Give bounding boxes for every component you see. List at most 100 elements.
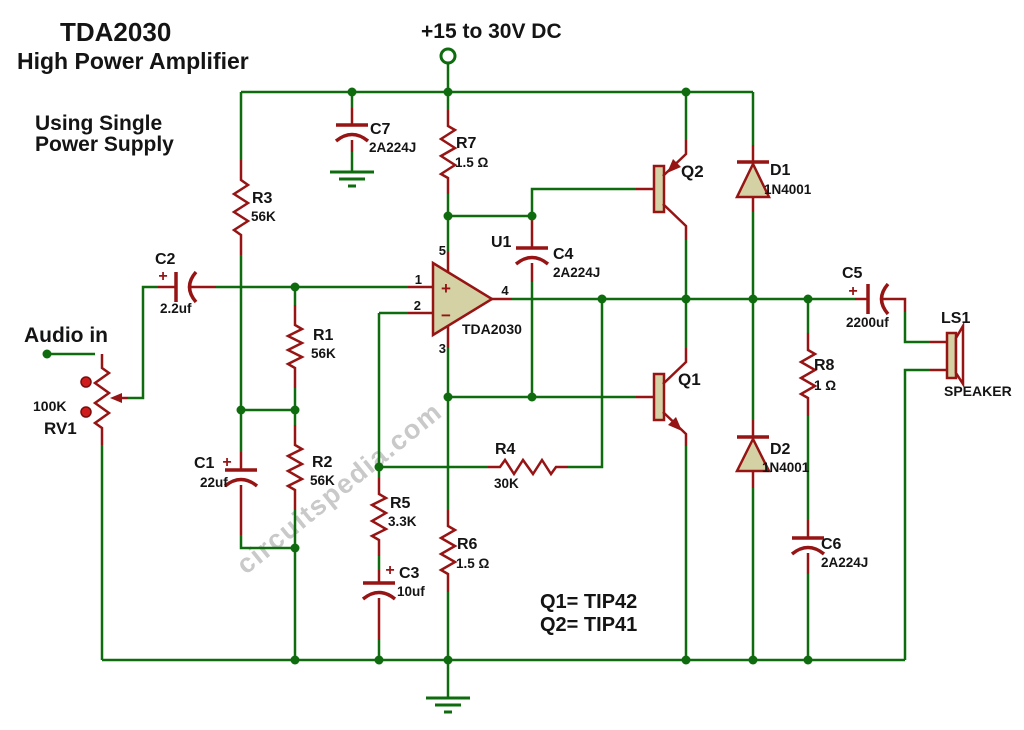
speaker-top-wire <box>903 312 930 344</box>
transistor-q1 <box>636 348 688 446</box>
q1-emitter-arrow-icon <box>668 417 682 431</box>
diode-d1 <box>735 145 771 212</box>
c4-value: 2A224J <box>553 265 600 280</box>
watermark-text: circuitspedia.com <box>231 396 448 580</box>
main-ground-symbol <box>426 696 470 714</box>
c6-value: 2A224J <box>821 555 868 570</box>
c3-ref: C3 <box>399 565 420 582</box>
opamp-u1: + − <box>408 252 512 348</box>
note-q1-type: Q1= TIP42 <box>540 591 637 613</box>
pot-terminal-dot-bottom <box>80 406 92 418</box>
r6-value: 1.5 Ω <box>456 556 490 571</box>
r5-value: 3.3K <box>388 514 417 529</box>
u1-pin3-label: 3 <box>439 341 446 356</box>
c1-bottom-wire <box>239 535 295 550</box>
r8-value: 1 Ω <box>814 378 836 393</box>
d2-ref: D2 <box>770 441 791 458</box>
c7-value: 2A224J <box>369 140 416 155</box>
r7-ref: R7 <box>456 135 477 152</box>
c5-value: 2200uf <box>846 315 889 330</box>
c1-ref: C1 <box>194 455 215 472</box>
q1-ref: Q1 <box>678 370 701 389</box>
speaker-return-wire <box>903 368 930 660</box>
audio-in-label: Audio in <box>24 324 108 347</box>
r4-feedback-wire <box>568 299 604 469</box>
page-title-line2: High Power Amplifier <box>17 48 249 74</box>
d2-value: 1N4001 <box>762 460 810 475</box>
d1-ref: D1 <box>770 162 791 179</box>
r5-ref: R5 <box>390 495 411 512</box>
capacitor-c1 <box>223 452 259 535</box>
c7-ground-symbol <box>330 170 374 188</box>
r1-value: 56K <box>311 346 336 361</box>
c4-ref: C4 <box>553 246 574 263</box>
r1-ref: R1 <box>313 327 334 344</box>
c2-value: 2.2uf <box>160 301 192 316</box>
u1-part-label: TDA2030 <box>462 321 522 337</box>
r4-value: 30K <box>494 476 519 491</box>
subtitle-line1: Using Single <box>35 112 162 135</box>
c5-ref: C5 <box>842 265 863 282</box>
subtitle-line2: Power Supply <box>35 133 174 156</box>
wire-network <box>47 64 930 697</box>
r2-ref: R2 <box>312 454 333 471</box>
capacitor-c4 <box>514 216 550 282</box>
u1-pin5-label: 5 <box>439 243 446 258</box>
resistor-r6 <box>438 510 458 592</box>
d1-value: 1N4001 <box>764 182 812 197</box>
resistor-r8 <box>798 333 818 416</box>
c1-plus-sign: + <box>222 454 231 471</box>
diode-d2 <box>734 420 772 488</box>
ls1-ref: LS1 <box>941 310 970 327</box>
page-title-line1: TDA2030 <box>60 17 171 47</box>
c7-ref: C7 <box>370 121 391 138</box>
r3-value: 56K <box>251 209 276 224</box>
resistor-r5 <box>369 478 389 556</box>
c1-value: 22uf <box>200 475 228 490</box>
c2-plus-sign: + <box>158 268 167 285</box>
wiper-to-c2-wire <box>128 285 158 400</box>
c2-ref: C2 <box>155 251 176 268</box>
resistor-r3 <box>231 160 251 255</box>
u1-ref: U1 <box>491 234 512 251</box>
c3-plus-sign: + <box>385 562 394 579</box>
r7-value: 1.5 Ω <box>455 155 489 170</box>
r4-ref: R4 <box>495 441 516 458</box>
audio-in-terminal <box>42 349 52 359</box>
capacitor-c5 <box>855 282 907 316</box>
r8-ref: R8 <box>814 357 835 374</box>
resistor-r2 <box>285 425 305 510</box>
r6-ref: R6 <box>457 536 478 553</box>
rv1-value: 100K <box>33 398 66 414</box>
opamp-plus-sign: + <box>441 279 451 298</box>
c6-ref: C6 <box>821 536 842 553</box>
capacitor-c7 <box>334 108 370 152</box>
wiper-arrow-icon <box>110 393 122 403</box>
r3-ref: R3 <box>252 190 273 207</box>
pot-terminal-dot-top <box>80 376 92 388</box>
c5-plus-sign: + <box>848 283 857 300</box>
c3-value: 10uf <box>397 584 425 599</box>
u1-pin1-label: 1 <box>415 272 422 287</box>
u1-pin4-label: 4 <box>501 283 509 298</box>
q2-base-wire <box>530 187 636 216</box>
capacitor-c3 <box>361 570 397 640</box>
speaker-ls1 <box>930 321 965 389</box>
resistor-r4 <box>488 457 568 477</box>
capacitor-c2 <box>158 270 216 304</box>
potentiometer-rv1 <box>80 354 128 445</box>
opamp-minus-sign: − <box>441 306 451 325</box>
ls1-value: SPEAKER <box>944 383 1012 399</box>
note-q2-type: Q2= TIP41 <box>540 614 637 636</box>
q2-ref: Q2 <box>681 162 704 181</box>
r2-value: 56K <box>310 473 335 488</box>
rv1-ref: RV1 <box>44 419 77 438</box>
resistor-r7 <box>438 110 458 194</box>
junction-dots <box>236 87 813 665</box>
transistor-q2 <box>636 140 688 240</box>
power-supply-label: +15 to 30V DC <box>421 20 562 43</box>
capacitor-c6 <box>790 520 826 574</box>
u1-pin2-label: 2 <box>414 298 421 313</box>
